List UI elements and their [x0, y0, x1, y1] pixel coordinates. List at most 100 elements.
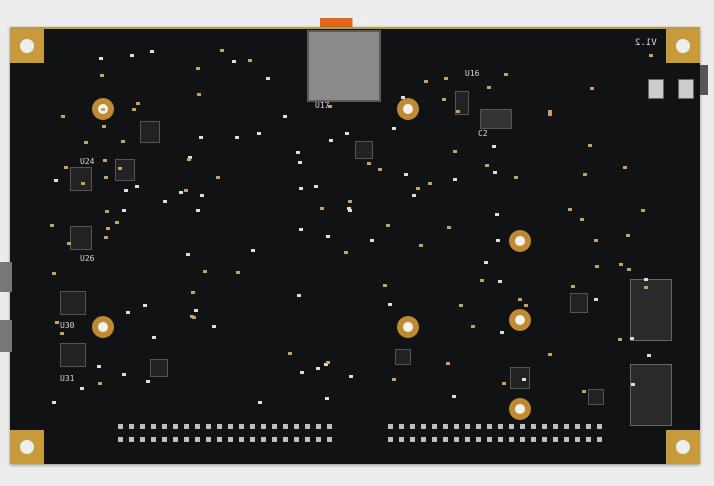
silk-label: U26 [80, 254, 95, 263]
smd-part [593, 297, 598, 301]
header-pin [553, 424, 558, 429]
smd-part [297, 294, 302, 298]
header-pin [586, 437, 591, 442]
smd-part [196, 67, 201, 71]
smd-part [81, 181, 86, 185]
header-pin [173, 437, 178, 442]
header-pin [129, 437, 134, 442]
smd-part [369, 239, 374, 243]
smd-part [52, 401, 57, 405]
smd-part [197, 92, 202, 96]
header-pin [250, 424, 255, 429]
smd-part [345, 131, 350, 135]
side-connector [700, 65, 708, 95]
header-pin [487, 437, 492, 442]
header-pin [597, 437, 602, 442]
smd-part [446, 225, 451, 229]
smd-part [265, 76, 270, 80]
header-pin [118, 424, 123, 429]
header-pin [140, 437, 145, 442]
smd-part [644, 286, 649, 290]
smd-part [258, 400, 263, 404]
side-connector [0, 262, 12, 292]
header-pin [283, 424, 288, 429]
header-pin [399, 424, 404, 429]
connector [630, 364, 672, 426]
header-pin [206, 424, 211, 429]
smd-part [571, 284, 576, 288]
ic-chip [510, 367, 530, 389]
side-connector [0, 320, 12, 352]
header-pin [261, 437, 266, 442]
smd-part [323, 363, 328, 367]
smd-part [84, 141, 89, 145]
smd-part [500, 330, 505, 334]
smd-part [212, 324, 217, 328]
header-pin [327, 437, 332, 442]
smd-part [232, 59, 237, 63]
header-pin [239, 437, 244, 442]
header-pin [553, 437, 558, 442]
smd-part [189, 315, 194, 319]
header-pin [305, 424, 310, 429]
header-pin [498, 437, 503, 442]
smd-part [102, 158, 107, 162]
smd-part [121, 140, 126, 144]
header-pin [195, 437, 200, 442]
smd-part [134, 185, 139, 188]
smd-part [524, 303, 529, 307]
smd-part [186, 252, 190, 256]
smd-part [513, 175, 518, 179]
header-pin [388, 424, 393, 429]
ic-chip [588, 389, 604, 405]
header-pin [597, 424, 602, 429]
smd-part [296, 151, 301, 155]
smd-part [257, 132, 261, 136]
header-pin [140, 424, 145, 429]
silk-label: U16 [465, 69, 480, 78]
smd-part [191, 290, 196, 294]
silk-label: U24 [80, 157, 95, 166]
header-pin [228, 437, 233, 442]
ic-chip [395, 349, 411, 365]
corner-pad [666, 430, 700, 464]
smd-part [626, 268, 631, 272]
smd-part [548, 352, 553, 356]
smd-part [444, 76, 449, 80]
header-pin [184, 424, 189, 429]
button [648, 79, 664, 99]
silk-label: U17 [315, 101, 330, 110]
smd-part [203, 270, 208, 274]
header-pin [261, 424, 266, 429]
header-pin [564, 424, 569, 429]
smd-part [283, 115, 288, 119]
smd-part [349, 375, 354, 379]
header-pin [465, 424, 470, 429]
smd-part [136, 101, 141, 105]
header-pin [432, 437, 437, 442]
header-pin [509, 437, 514, 442]
smd-part [486, 86, 491, 90]
smd-part [522, 378, 527, 382]
smd-part [326, 360, 331, 364]
smd-part [104, 236, 109, 240]
smd-part [452, 394, 457, 398]
smd-part [493, 170, 498, 174]
ic-chip [60, 291, 86, 315]
smd-part [617, 337, 622, 341]
header-pin [498, 424, 503, 429]
smd-part [192, 316, 197, 320]
silk-label: U31 [60, 374, 75, 383]
smd-part [67, 242, 72, 246]
header-pin [421, 437, 426, 442]
smd-part [625, 234, 630, 238]
pcb-board: V1.2 U17 C2 U16 U24 U26 U30 U31 [10, 27, 700, 464]
ic-chip [140, 121, 160, 143]
mounting-hole [509, 309, 531, 331]
header-pin [410, 437, 415, 442]
smd-part [568, 207, 573, 211]
silk-label: U30 [60, 321, 75, 330]
connector [630, 279, 672, 341]
header-pin [542, 424, 547, 429]
header-pin [217, 437, 222, 442]
